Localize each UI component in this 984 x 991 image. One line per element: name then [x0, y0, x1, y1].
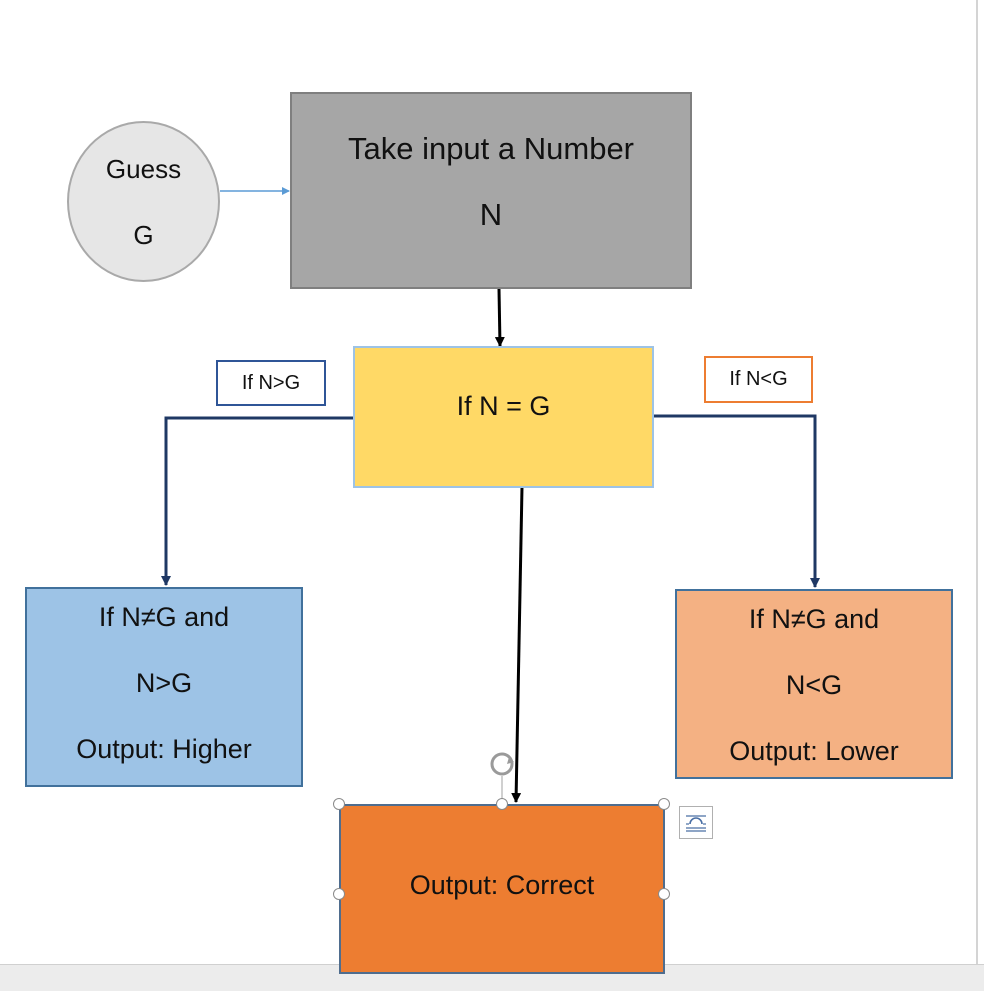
- decision-node-label: If N = G: [456, 390, 551, 421]
- output-lower-line1: If N≠G and: [748, 604, 880, 634]
- output-correct-label: Output: Correct: [409, 870, 595, 900]
- resize-handle-top-right[interactable]: [658, 798, 670, 810]
- guess-node[interactable]: Guess G: [67, 121, 220, 282]
- output-lower-line2: N<G: [785, 670, 843, 700]
- input-node-line1: Take input a Number: [347, 130, 635, 166]
- output-higher-node[interactable]: If N≠G and N>G Output: Higher: [25, 587, 303, 787]
- output-higher-line1: If N≠G and: [98, 602, 230, 632]
- output-lower-node[interactable]: If N≠G and N<G Output: Lower: [675, 589, 953, 779]
- branch-label-right-text: If N<G: [729, 368, 788, 390]
- rotate-handle-icon[interactable]: [490, 752, 514, 776]
- branch-label-left[interactable]: If N>G: [216, 360, 326, 406]
- page-edge: [976, 0, 978, 964]
- output-correct-node[interactable]: Output: Correct: [339, 804, 665, 974]
- output-higher-line2: N>G: [135, 668, 193, 698]
- arrow-decision-to-correct: [511, 486, 524, 803]
- guess-node-line2: G: [133, 219, 154, 250]
- output-lower-line3: Output: Lower: [729, 736, 899, 766]
- arrow-decision-to-higher: [161, 416, 355, 586]
- output-higher-line3: Output: Higher: [76, 734, 252, 764]
- input-node-line2: N: [479, 196, 503, 232]
- arrow-decision-to-lower: [652, 414, 820, 588]
- input-node[interactable]: Take input a Number N: [290, 92, 692, 289]
- resize-handle-top-center[interactable]: [496, 798, 508, 810]
- branch-label-right[interactable]: If N<G: [704, 356, 813, 403]
- resize-handle-middle-right[interactable]: [658, 888, 670, 900]
- resize-handle-middle-left[interactable]: [333, 888, 345, 900]
- layout-options-icon[interactable]: [679, 806, 713, 839]
- resize-handle-top-left[interactable]: [333, 798, 345, 810]
- decision-node[interactable]: If N = G: [353, 346, 654, 488]
- arrow-input-to-decision: [494, 288, 505, 347]
- branch-label-left-text: If N>G: [241, 371, 301, 394]
- guess-node-line1: Guess: [105, 153, 182, 184]
